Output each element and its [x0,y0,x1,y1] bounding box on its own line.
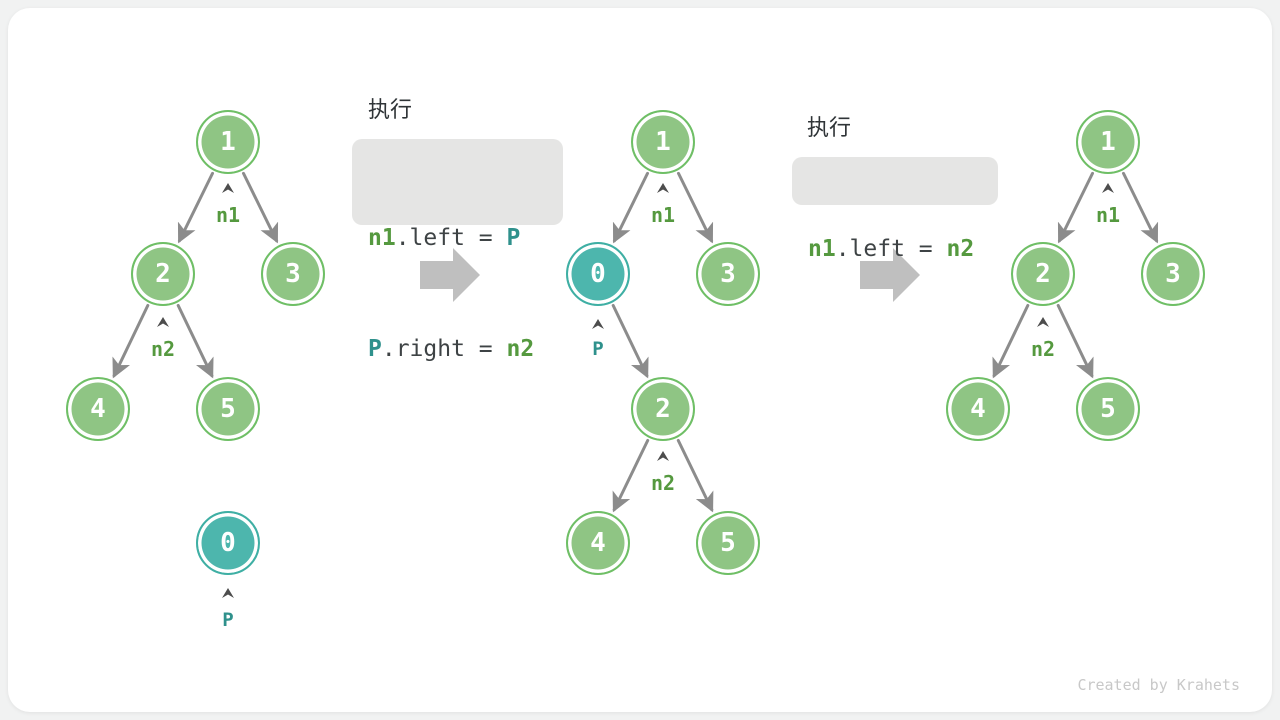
tree-b-node-2: 2 [631,377,695,441]
tree-edge [1056,304,1094,379]
tree-a-node-4: 4 [66,377,130,441]
tree-edge [177,171,214,244]
up-arrowhead-icon [592,319,604,329]
tree-edge [176,304,214,379]
up-arrowhead-icon [1102,183,1114,193]
code-block-1: n1.left = P P.right = n2 [352,139,563,362]
pointer-label-n1: n1 [650,203,676,227]
tree-edge [992,304,1030,379]
tree-a-node-2: 2 [131,242,195,306]
pointer-label-n2: n2 [650,471,676,495]
tree-edges [112,171,1159,513]
tree-c-node-5: 5 [1076,377,1140,441]
tree-a-node-5: 5 [196,377,260,441]
tree-edge [1122,171,1159,244]
pointer-label-n1: n1 [1095,203,1121,227]
pointer-label-p: P [592,338,604,360]
transition-arrows [420,248,920,302]
transition-arrow-icon [420,248,480,302]
pointer-label-p: P [222,609,234,631]
tree-edge [611,304,649,379]
up-arrowhead-icon [657,451,669,461]
code-token: n1 [368,225,396,251]
up-arrowhead-icon [222,588,234,598]
tree-a-node-3: 3 [261,242,325,306]
pointer-carets [157,183,1114,598]
up-arrowhead-icon [1037,317,1049,327]
pointer-label-n2: n2 [150,337,176,361]
tree-a-node-1: 1 [196,110,260,174]
tree-edge [677,171,714,244]
tree-b-node-3: 3 [696,242,760,306]
code-block-2: n1.left = n2 [792,157,998,262]
execute-heading-2: 执行 [807,115,852,140]
tree-edge [112,304,150,379]
credit-text: Created by Krahets [1077,676,1240,694]
code-token: n2 [946,236,975,262]
tree-c-node-1: 1 [1076,110,1140,174]
tree-edge [676,439,714,513]
pointer-label-n1: n1 [215,203,241,227]
tree-a-node-p: 0 [196,511,260,575]
up-arrowhead-icon [222,183,234,193]
tree-b-node-1: 1 [631,110,695,174]
tree-b-node-5: 5 [696,511,760,575]
code-line: P.right = n2 [368,331,563,368]
tree-edge [242,171,279,244]
execute-heading-1: 执行 [368,97,413,122]
code-token: .left = [395,225,507,251]
code-token: .right = [381,336,507,362]
tree-c-node-2: 2 [1011,242,1075,306]
tree-b-node-p: 0 [566,242,630,306]
code-line: n1.left = P [368,220,563,257]
code-line: n1.left = n2 [808,232,998,266]
up-arrowhead-icon [157,317,169,327]
tree-edge [612,171,649,244]
tree-c-node-4: 4 [946,377,1010,441]
tree-b-node-4: 4 [566,511,630,575]
tree-edge [612,439,650,513]
tree-edge [1057,171,1094,244]
pointer-label-n2: n2 [1030,337,1056,361]
transition-arrow-icon [860,248,920,302]
up-arrowhead-icon [657,183,669,193]
tree-c-node-3: 3 [1141,242,1205,306]
code-token: P [506,225,521,251]
code-token: P [368,336,382,362]
code-token: .left = [835,236,947,262]
code-token: n1 [808,236,836,262]
code-token: n2 [506,336,535,362]
